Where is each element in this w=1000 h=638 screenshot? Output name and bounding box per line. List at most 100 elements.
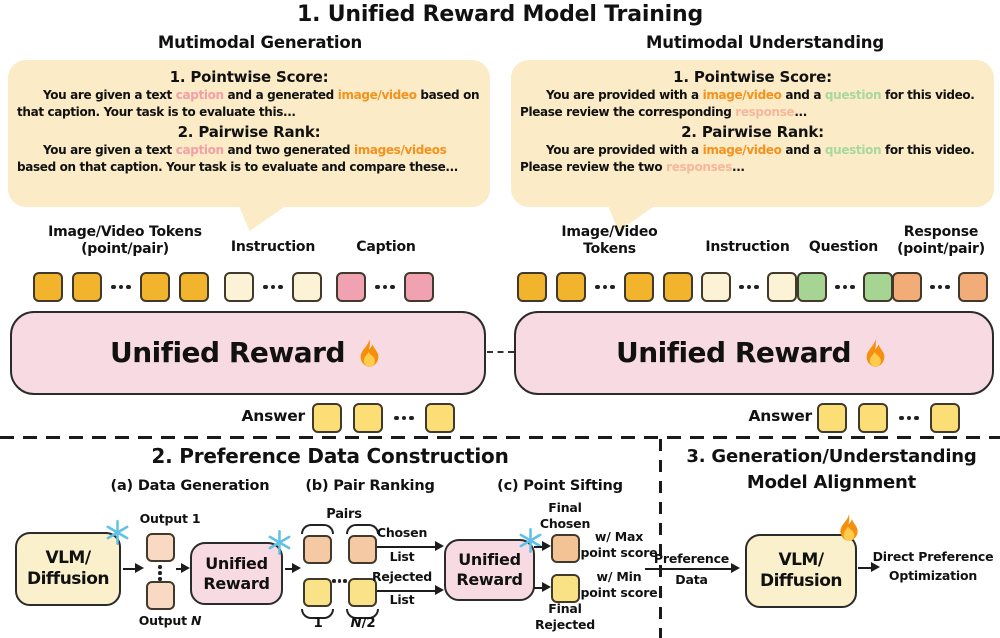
vertical-ellipsis-dots — [158, 565, 162, 581]
final-rejected-token — [551, 574, 580, 603]
pointwise-prompt: You are given a text caption and a gener… — [17, 88, 480, 119]
answer-token — [929, 403, 960, 433]
output-sample — [146, 581, 175, 610]
pair-rejected-token — [303, 578, 332, 607]
ellipsis-dots — [595, 272, 615, 302]
image-token — [662, 272, 693, 302]
ellipsis-dots — [930, 272, 950, 302]
image-token — [517, 272, 547, 302]
figure-title: 1. Unified Reward Model Training — [296, 2, 704, 27]
step-c-label: (c) Point Sifting — [497, 478, 623, 494]
question-token — [797, 272, 827, 302]
ellipsis-dots — [739, 272, 759, 302]
answer-token — [424, 403, 455, 433]
arrow — [377, 541, 444, 552]
pairwise-prompt: You are given a text caption and two gen… — [17, 143, 458, 174]
section-divider-vertical — [659, 439, 662, 638]
answer-label: Answer — [241, 407, 305, 425]
unified-reward-sifter-box: Unified Reward — [444, 539, 535, 601]
ellipsis-dots — [263, 272, 283, 302]
generation-prompt-bubble: 1. Pointwise Score: You are given a text… — [8, 60, 490, 207]
vlm-diffusion-box: VLM/ Diffusion — [15, 532, 121, 606]
pairwise-heading: 2. Pairwise Rank: — [681, 123, 824, 141]
question-token-row — [797, 272, 893, 302]
arrow — [645, 563, 740, 574]
max-point-score-label: w/ Max point score — [580, 529, 658, 561]
output-1-label: Output 1 — [139, 511, 201, 526]
arrow — [377, 585, 444, 596]
instruction-token — [224, 272, 254, 302]
unified-reward-label: Unified Reward — [616, 336, 852, 370]
arrow — [534, 582, 551, 593]
answer-token — [353, 403, 383, 433]
answer-token — [858, 403, 888, 433]
answer-token — [817, 403, 847, 433]
rejected-list-label: List — [389, 592, 415, 607]
answer-token-row — [817, 403, 960, 433]
instruction-token — [766, 272, 797, 302]
image-token-row — [517, 272, 693, 302]
section3-title: 3. Generation/Understanding Model Alignm… — [686, 446, 977, 494]
ellipsis-dots — [332, 566, 347, 596]
min-point-score-label: w/ Min point score — [580, 569, 658, 601]
question-label: Question — [808, 239, 879, 255]
unified-reward-label: Unified Reward — [110, 336, 346, 370]
image-video-tokens-label: Image/Video Tokens — [561, 224, 658, 257]
fire-icon — [360, 338, 379, 367]
final-chosen-token — [551, 534, 580, 563]
step-b-label: (b) Pair Ranking — [305, 478, 435, 494]
ellipsis-dots — [394, 403, 414, 433]
final-rejected-label: Final Rejected — [534, 601, 596, 633]
pointwise-heading: 1. Pointwise Score: — [169, 68, 329, 86]
question-token — [862, 272, 893, 302]
preference-data-label: Data — [675, 572, 708, 587]
pair-index-n2: N/2 — [350, 615, 376, 631]
chosen-list-label: List — [389, 549, 415, 564]
pair-brace — [301, 524, 334, 534]
answer-label: Answer — [748, 407, 812, 425]
rejected-list-label: Rejected — [371, 569, 433, 584]
response-token — [892, 272, 922, 302]
unified-reward-model-generation: Unified Reward — [10, 311, 486, 395]
image-token — [33, 272, 63, 302]
image-token — [623, 272, 654, 302]
instruction-label: Instruction — [230, 239, 316, 255]
section2-title: 2. Preference Data Construction — [151, 444, 509, 468]
answer-token — [312, 403, 342, 433]
section-divider-horizontal — [0, 436, 1000, 439]
snowflake-icon — [106, 520, 129, 545]
instruction-label: Instruction — [705, 239, 790, 255]
step-a-label: (a) Data Generation — [110, 478, 270, 494]
pairs-label: Pairs — [326, 507, 362, 522]
pair-chosen-token — [303, 535, 332, 564]
pairwise-heading: 2. Pairwise Rank: — [177, 123, 321, 141]
response-token-row — [892, 272, 988, 302]
arrow — [858, 562, 880, 573]
image-token — [556, 272, 586, 302]
image-token — [139, 272, 170, 302]
ellipsis-dots — [375, 272, 395, 302]
arrow — [285, 563, 301, 574]
arrow — [534, 541, 551, 552]
output-n-label: Output N — [138, 613, 202, 628]
image-token — [178, 272, 209, 302]
model-connector — [487, 351, 514, 353]
bubble-tail — [238, 205, 287, 231]
preference-data-label: Preference — [653, 551, 730, 566]
dpo-label: Direct Preference Optimization — [872, 549, 994, 584]
ellipsis-dots — [899, 403, 919, 433]
caption-token — [403, 272, 434, 302]
understanding-prompt-bubble: 1. Pointwise Score: You are provided wit… — [511, 60, 994, 207]
image-token — [72, 272, 102, 302]
fire-icon — [840, 514, 858, 541]
generation-header: Mutimodal Generation — [157, 33, 363, 52]
answer-token-row — [312, 403, 455, 433]
pair-brace — [346, 524, 379, 534]
caption-label: Caption — [356, 239, 416, 255]
response-label: Response (point/pair) — [897, 224, 985, 257]
output-sample — [146, 533, 175, 562]
caption-token-row — [336, 272, 434, 302]
pointwise-heading: 1. Pointwise Score: — [673, 68, 832, 86]
chosen-list-label: Chosen — [376, 525, 428, 540]
